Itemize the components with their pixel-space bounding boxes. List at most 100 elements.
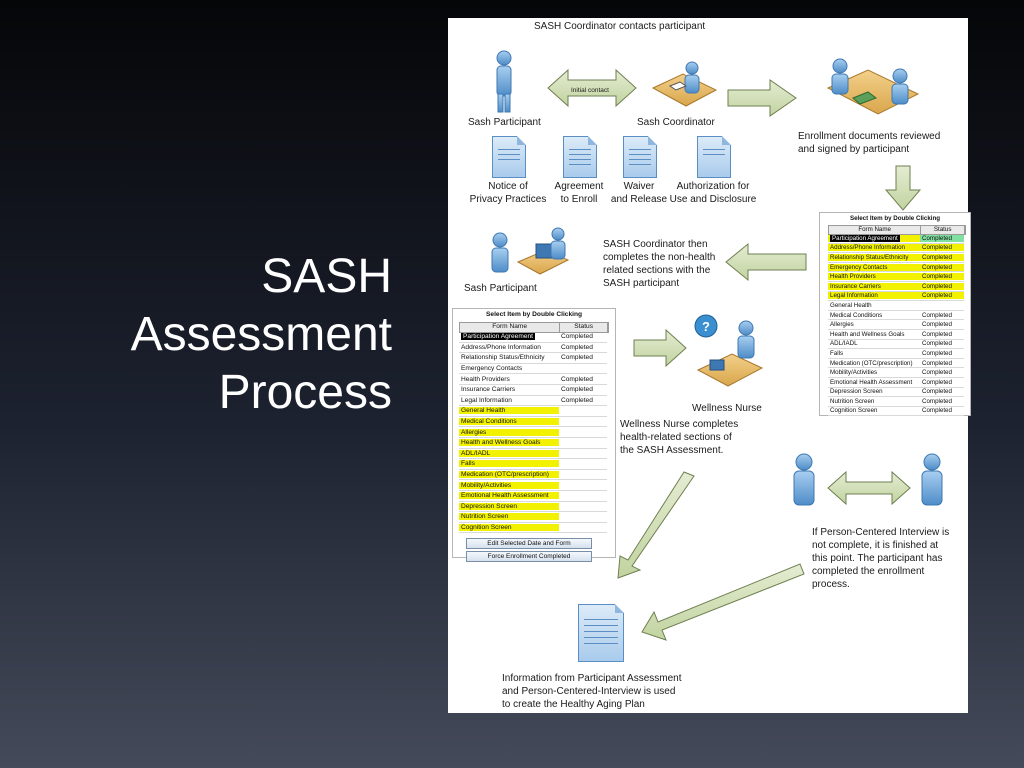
title-line-3: Process [218, 366, 392, 419]
arrow-nurse-to-plan [617, 471, 695, 579]
table-row[interactable]: General Health [459, 406, 607, 417]
coordinator-desk-icon [651, 61, 718, 107]
row-status: Completed [922, 397, 952, 405]
table-row[interactable]: Medical Conditions [459, 417, 607, 428]
table-row[interactable]: Depression Screen [459, 502, 607, 513]
edit-selected-date-button[interactable]: Edit Selected Date and Form [466, 538, 592, 549]
table-row[interactable]: Health and Wellness Goals Completed [828, 330, 964, 340]
row-status: Completed [922, 388, 952, 396]
row-name: Address/Phone Information [461, 343, 541, 351]
row-name: General Health [459, 407, 559, 415]
row-name: Emotional Health Assessment [830, 378, 913, 386]
row-status: Completed [920, 253, 964, 261]
row-name: Health and Wellness Goals [830, 330, 905, 338]
row-status: Completed [922, 359, 952, 367]
table-row[interactable]: ADL/IADL [459, 449, 607, 460]
coordinator-computer-icon [491, 227, 570, 275]
row-status: Completed [920, 292, 964, 300]
row-name: Participation Agreement [461, 333, 536, 341]
table-row[interactable]: Participation Agreement Completed [459, 332, 607, 343]
table-header: Form Name Status [828, 225, 966, 235]
pci-participants-icon [793, 453, 943, 506]
row-name: Cognition Screen [459, 523, 559, 531]
table-row[interactable]: Depression Screen Completed [828, 388, 964, 398]
row-status: Completed [561, 343, 593, 351]
row-name: Depression Screen [830, 388, 883, 396]
row-status: Completed [922, 407, 952, 415]
enrollment-meeting-icon [826, 58, 920, 115]
table-row[interactable]: Emotional Health Assessment [459, 491, 607, 502]
table-row[interactable]: Mobility/Activities [459, 480, 607, 491]
row-status: Completed [561, 333, 593, 341]
nurse-completes-label: Wellness Nurse completes health-related … [620, 419, 739, 456]
table-row[interactable]: Emotional Health Assessment Completed [828, 378, 964, 388]
row-status: Completed [920, 282, 964, 290]
row-name: Falls [830, 349, 844, 357]
row-name: Medication (OTC/prescription) [830, 359, 913, 367]
form-status-table-completed: Select Item by Double Clicking Form Name… [819, 212, 971, 417]
row-status: Completed [561, 354, 593, 362]
final-note-label: Information from Participant Assessment … [502, 673, 682, 710]
row-status: Completed [922, 330, 952, 338]
row-status: Completed [561, 396, 593, 404]
row-name: Relationship Status/Ethnicity [828, 253, 920, 261]
row-name: Legal Information [828, 292, 920, 300]
row-name: Depression Screen [459, 502, 559, 510]
initial-contact-label: Initial contact [571, 87, 609, 94]
table-row[interactable]: General Health [828, 301, 964, 311]
row-name: Medication (OTC/prescription) [459, 471, 559, 479]
row-status: Completed [561, 375, 593, 383]
process-diagram: ? SASH Coordinator contacts participant … [448, 18, 971, 713]
force-enrollment-button[interactable]: Force Enrollment Completed [466, 551, 592, 562]
row-name: General Health [830, 301, 872, 309]
table-row[interactable]: ADL/IADL Completed [828, 340, 964, 350]
privacy-notice-document-icon [492, 136, 526, 178]
row-name: Nutrition Screen [459, 513, 559, 521]
agreement-document-icon [563, 136, 597, 178]
table-row[interactable]: Legal Information Completed [459, 396, 607, 407]
row-status: Completed [922, 378, 952, 386]
row-name: Legal Information [461, 396, 512, 404]
row-status: Completed [561, 386, 593, 394]
row-name: Mobility/Activities [459, 481, 559, 489]
wellness-nurse-label: Wellness Nurse [692, 403, 762, 414]
table-row[interactable]: Nutrition Screen [459, 512, 607, 523]
doc-label-privacy: Notice of Privacy Practices [469, 181, 547, 205]
doc-label-authorization: Authorization for Use and Disclosure [669, 181, 757, 205]
table-row[interactable]: Falls [459, 459, 607, 470]
slide-title: SASH Assessment Process [32, 248, 392, 422]
table-row[interactable]: Health and Wellness Goals [459, 438, 607, 449]
table-row[interactable]: Medication (OTC/prescription) Completed [828, 359, 964, 369]
arrow-to-enrollment [727, 79, 797, 117]
table-row[interactable]: Cognition Screen [459, 523, 607, 534]
table-row[interactable]: Emergency Contacts [459, 364, 607, 375]
table-row[interactable]: Address/Phone Information Completed [459, 343, 607, 354]
enrollment-reviewed-label: Enrollment documents reviewed and signed… [798, 131, 941, 155]
table-header: Form Name Status [459, 322, 609, 333]
table-row[interactable]: Medication (OTC/prescription) [459, 470, 607, 481]
row-name: Health and Wellness Goals [459, 439, 559, 447]
table-row[interactable]: Allergies [459, 427, 607, 438]
row-name: ADL/IADL [830, 340, 858, 348]
row-status: Completed [922, 340, 952, 348]
sash-coordinator-label: Sash Coordinator [637, 117, 715, 128]
coordinator-completes-label: SASH Coordinator then completes the non-… [603, 239, 716, 289]
col-form-name: Form Name [460, 323, 561, 332]
row-name: Allergies [830, 321, 854, 329]
